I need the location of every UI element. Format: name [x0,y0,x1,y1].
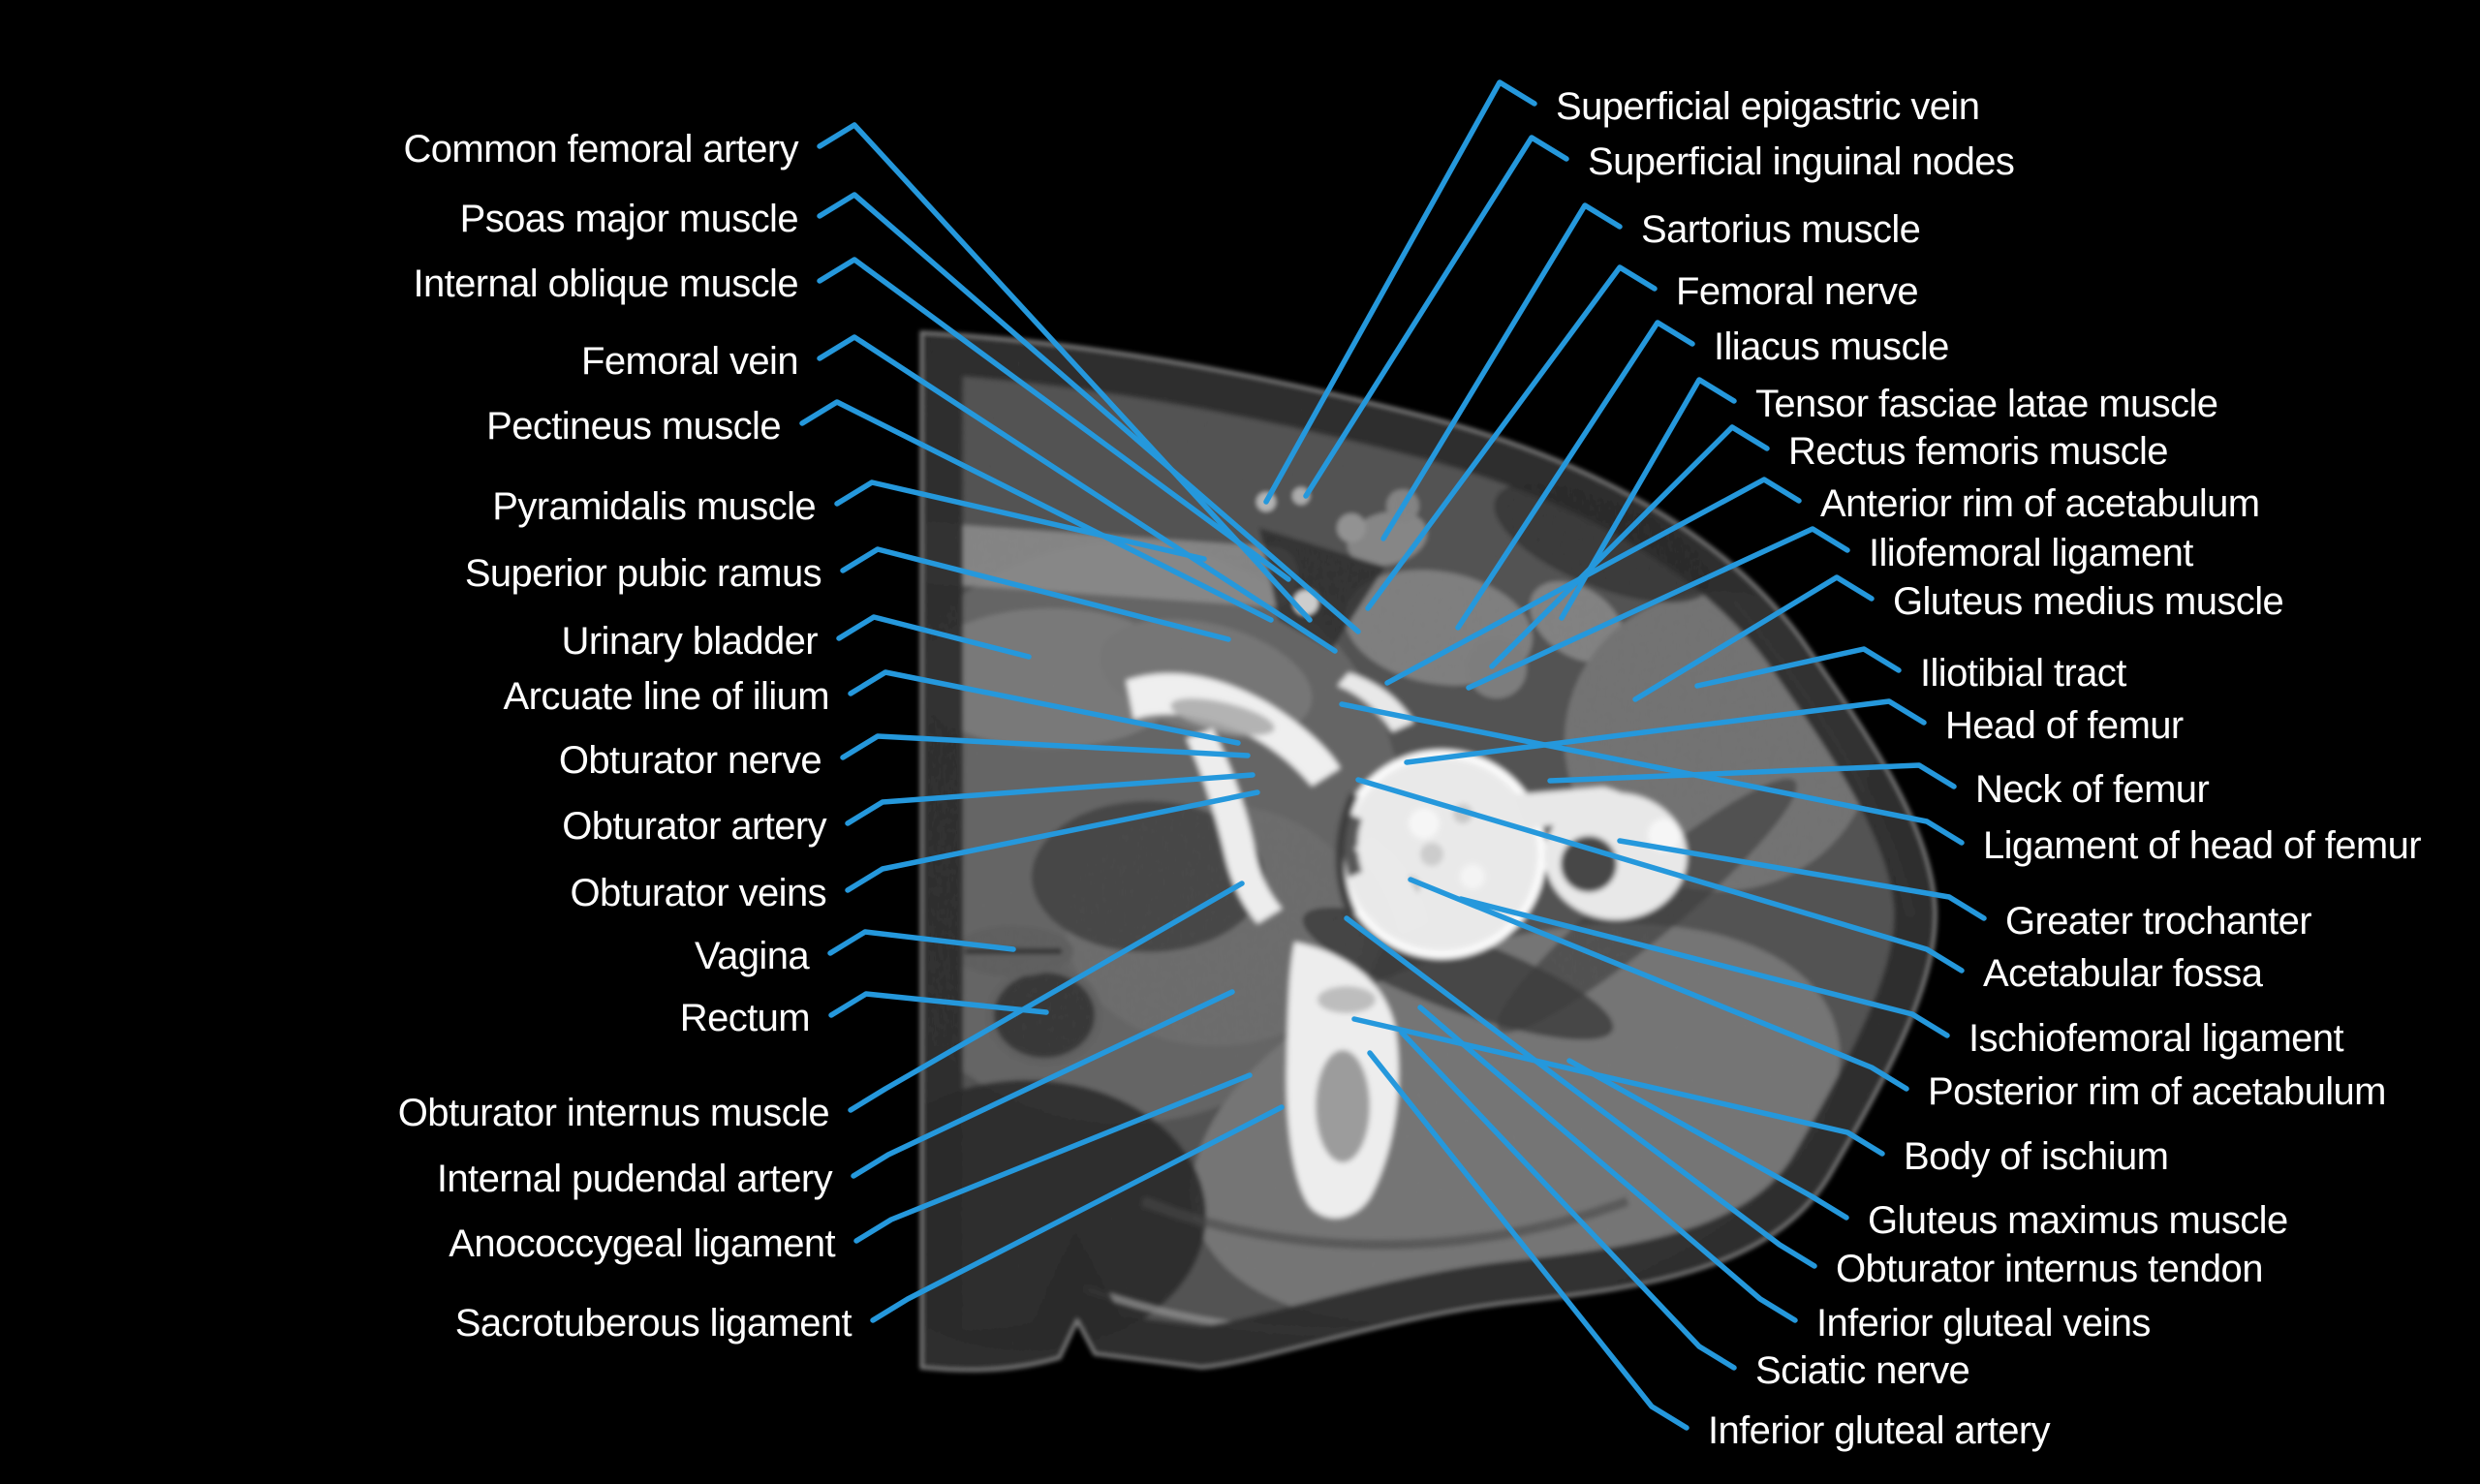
leader-line-internal-pudendal-artery [851,989,1235,1179]
anatomy-label-inferior-gluteal-veins: Inferior gluteal veins [1816,1302,2151,1345]
anatomy-label-sciatic-nerve: Sciatic nerve [1755,1349,1970,1393]
leader-line-inferior-gluteal-veins [1417,1005,1798,1323]
leader-line-acetabular-fossa [1355,777,1965,974]
leader-line-pyramidalis-muscle [834,479,1207,562]
anatomy-label-obturator-internus-muscle: Obturator internus muscle [397,1092,830,1135]
anatomy-label-iliofemoral-ligament: Iliofemoral ligament [1869,532,2193,575]
leader-line-iliacus-muscle [1455,320,1695,631]
leader-line-ligament-of-head-of-femur [1339,701,1965,846]
leader-line-sciatic-nerve [1399,1030,1737,1371]
anatomy-label-sacrotuberous-ligament: Sacrotuberous ligament [454,1302,852,1345]
anatomy-label-pectineus-muscle: Pectineus muscle [486,405,781,448]
anatomy-label-femoral-vein: Femoral vein [581,340,799,384]
anatomy-label-arcuate-line-of-ilium: Arcuate line of ilium [503,675,830,719]
leader-line-rectum [828,991,1049,1018]
leader-line-superficial-epigastric-vein [1263,79,1537,505]
leader-line-iliofemoral-ligament [1466,526,1850,691]
leader-line-greater-trochanter [1617,838,1987,921]
leader-line-gluteus-maximus-muscle [1566,1058,1849,1221]
leader-line-superficial-inguinal-nodes [1303,135,1569,499]
anatomy-label-psoas-major-muscle: Psoas major muscle [459,198,799,241]
leader-line-anterior-rim-of-acetabulum [1384,477,1802,686]
anatomy-label-body-of-ischium: Body of ischium [1904,1135,2169,1179]
anatomy-label-obturator-veins: Obturator veins [570,872,827,915]
anatomy-label-vagina: Vagina [695,935,810,978]
anatomy-label-anococcygeal-ligament: Anococcygeal ligament [449,1222,835,1266]
leader-line-sacrotuberous-ligament [870,1104,1285,1323]
anatomy-label-neck-of-femur: Neck of femur [1975,768,2210,812]
anatomy-label-internal-oblique-muscle: Internal oblique muscle [413,263,798,306]
anatomy-label-iliotibial-tract: Iliotibial tract [1920,652,2126,696]
leader-line-body-of-ischium [1351,1016,1885,1157]
anatomy-label-femoral-nerve: Femoral nerve [1676,270,1919,314]
leader-line-femoral-nerve [1365,264,1658,611]
anatomy-label-tensor-fasciae-latae-muscle: Tensor fasciae latae muscle [1755,383,2218,426]
anatomy-label-superficial-inguinal-nodes: Superficial inguinal nodes [1588,140,2015,184]
leader-line-vagina [827,929,1016,956]
leader-line-obturator-internus-tendon [1344,915,1817,1269]
leader-line-urinary-bladder [836,614,1032,660]
leader-line-tensor-fasciae-latae-muscle [1559,377,1737,621]
anatomy-label-posterior-rim-of-acetabulum: Posterior rim of acetabulum [1928,1070,2386,1114]
anatomy-label-head-of-femur: Head of femur [1945,704,2184,748]
leader-line-superior-pubic-ramus [840,546,1231,642]
anatomy-label-rectum: Rectum [679,997,811,1040]
anatomy-label-obturator-artery: Obturator artery [562,805,826,849]
leader-line-posterior-rim-of-acetabulum [1408,877,1909,1092]
bones [1126,672,1688,1219]
leader-lines [799,79,1987,1431]
anatomy-label-obturator-nerve: Obturator nerve [558,739,822,783]
anatomy-label-superior-pubic-ramus: Superior pubic ramus [464,552,822,596]
anatomy-label-acetabular-fossa: Acetabular fossa [1983,952,2263,996]
leader-line-rectus-femoris-muscle [1489,424,1770,669]
anatomy-label-urinary-bladder: Urinary bladder [561,620,819,664]
anatomy-label-ligament-of-head-of-femur: Ligament of head of femur [1983,824,2422,868]
leader-line-pectineus-muscle [799,399,1274,623]
anatomy-label-anterior-rim-of-acetabulum: Anterior rim of acetabulum [1820,482,2260,526]
anatomy-label-internal-pudendal-artery: Internal pudendal artery [436,1158,833,1201]
anatomy-label-obturator-internus-tendon: Obturator internus tendon [1836,1248,2263,1291]
leader-line-anococcygeal-ligament [853,1072,1253,1244]
leader-line-gluteus-medius-muscle [1632,574,1875,702]
anatomy-label-pyramidalis-muscle: Pyramidalis muscle [492,485,816,529]
anatomy-label-inferior-gluteal-artery: Inferior gluteal artery [1708,1409,2051,1453]
anatomy-label-gluteus-medius-muscle: Gluteus medius muscle [1893,580,2284,624]
leader-line-ischiofemoral-ligament [1458,896,1950,1038]
leader-line-neck-of-femur [1547,762,1957,789]
anatomy-label-ischiofemoral-ligament: Ischiofemoral ligament [1968,1017,2344,1061]
leader-line-sartorius-muscle [1380,202,1623,541]
anatomy-label-common-femoral-artery: Common femoral artery [403,128,798,171]
anatomy-label-greater-trochanter: Greater trochanter [2005,900,2312,943]
leader-line-inferior-gluteal-artery [1367,1050,1690,1431]
leader-line-obturator-internus-muscle [848,881,1245,1113]
anatomy-label-rectus-femoris-muscle: Rectus femoris muscle [1788,430,2169,474]
leader-line-femoral-vein [817,334,1338,654]
anatomy-label-iliacus-muscle: Iliacus muscle [1714,325,1949,369]
leader-line-obturator-nerve [840,733,1251,760]
leader-line-obturator-artery [845,772,1256,826]
leader-line-psoas-major-muscle [817,192,1361,634]
anatomy-label-superficial-epigastric-vein: Superficial epigastric vein [1556,85,1980,129]
leader-line-head-of-femur [1404,698,1927,765]
posterior-acetabular-rim-bone [1354,839,1426,932]
anatomy-label-sartorius-muscle: Sartorius muscle [1641,208,1921,252]
leader-line-iliotibial-tract [1694,646,1902,689]
leader-line-arcuate-line-of-ilium [848,669,1241,746]
leader-line-obturator-veins [845,789,1260,893]
leader-line-internal-oblique-muscle [817,257,1291,582]
anatomy-label-gluteus-maximus-muscle: Gluteus maximus muscle [1868,1199,2288,1243]
